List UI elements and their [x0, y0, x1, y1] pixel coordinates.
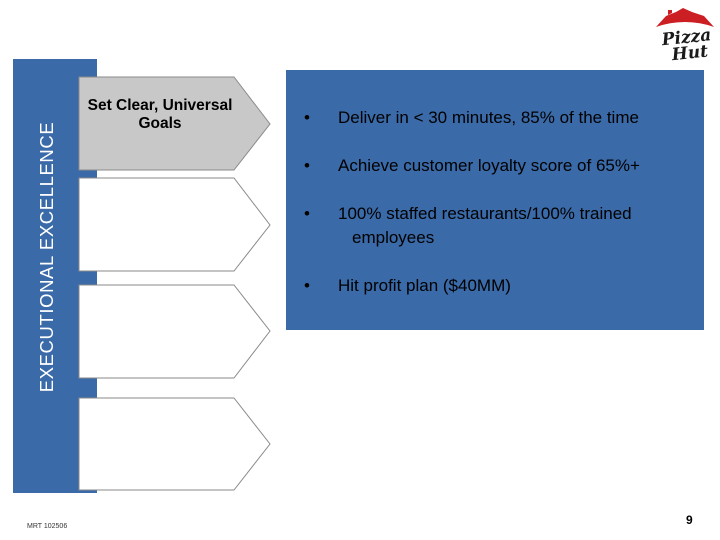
- step-arrow-1[interactable]: [78, 76, 271, 171]
- bullet-marker: •: [304, 108, 310, 127]
- bullet-marker: •: [304, 276, 310, 295]
- bullet-text: Achieve customer loyalty score of 65%+: [338, 156, 640, 175]
- footer-code: MRT 102506: [27, 523, 68, 530]
- bullet-text: Deliver in < 30 minutes, 85% of the time: [338, 108, 639, 127]
- bullet-marker: •: [304, 204, 310, 223]
- step-arrow-4[interactable]: [78, 397, 271, 491]
- logo-roof: [656, 8, 714, 27]
- bullet-marker: •: [304, 156, 310, 175]
- bullet-text: Hit profit plan ($40MM): [338, 276, 511, 295]
- page-number: 9: [686, 513, 693, 527]
- pizza-hut-logo-icon: Pizza Hut: [656, 8, 714, 64]
- goals-panel: • Deliver in < 30 minutes, 85% of the ti…: [286, 70, 704, 330]
- step-arrow-3[interactable]: [78, 284, 271, 379]
- bullet-text-block: 100% staffed restaurants/100% trained em…: [338, 202, 698, 250]
- bullet-text: 100% staffed restaurants/100% trained: [338, 204, 632, 223]
- logo-line-2: Hut: [670, 42, 709, 64]
- logo-roof-chimney: [668, 10, 672, 15]
- step-label-1: Set Clear, Universal Goals: [87, 97, 233, 132]
- side-title-text: EXECUTIONAL EXCELLENCE: [36, 121, 57, 393]
- side-title: EXECUTIONAL EXCELLENCE: [14, 59, 80, 455]
- step-arrow-2[interactable]: [78, 177, 271, 272]
- bullet-text-continuation: employees: [352, 228, 435, 247]
